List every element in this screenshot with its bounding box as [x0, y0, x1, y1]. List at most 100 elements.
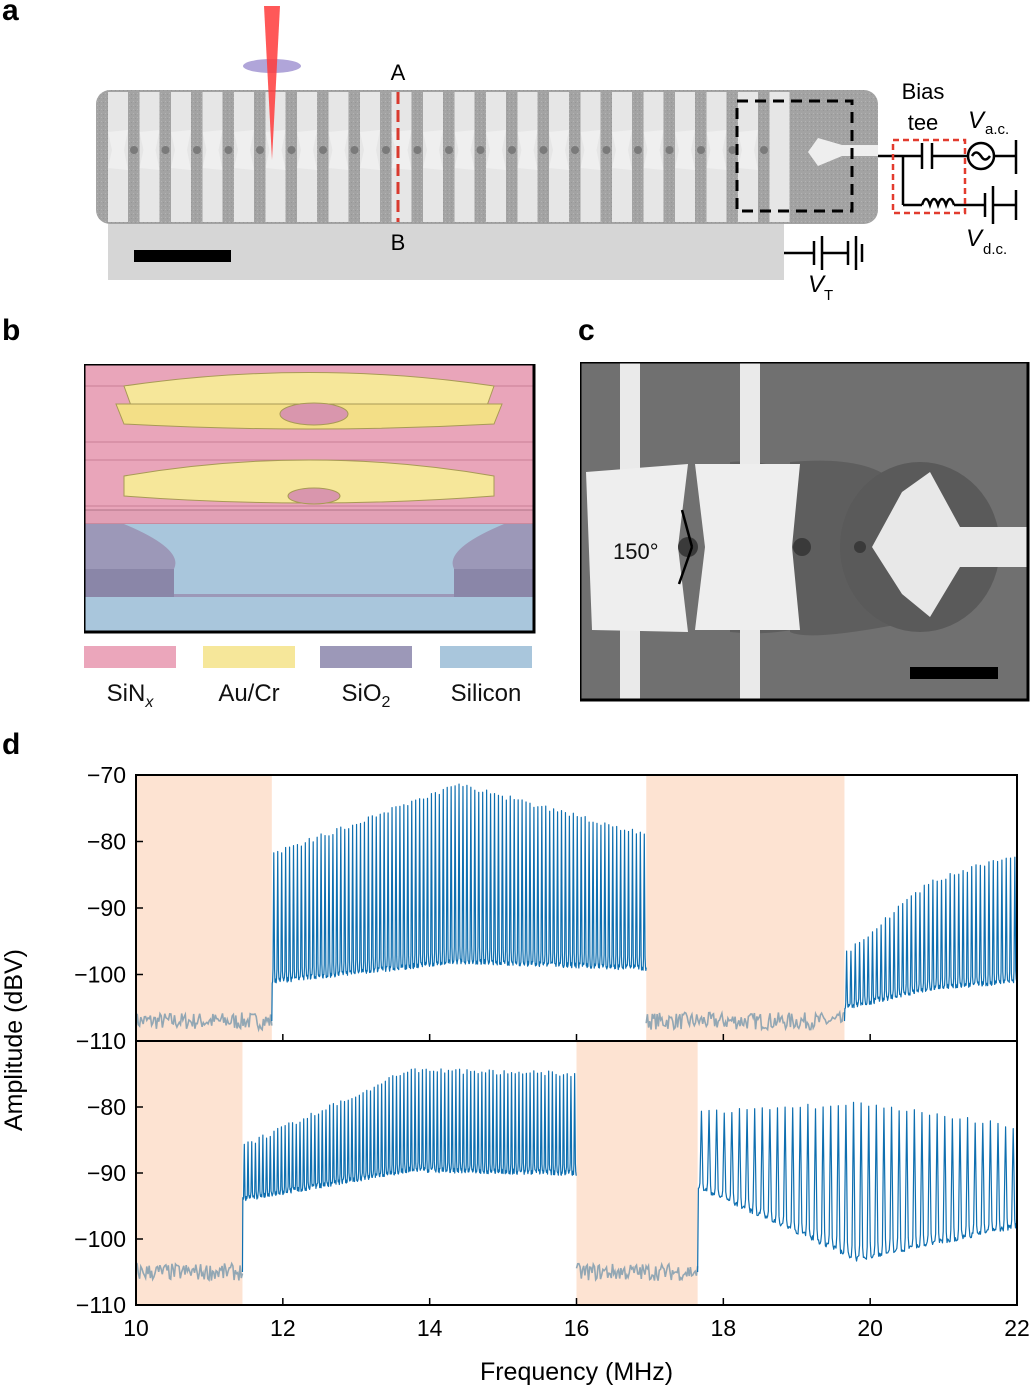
y-axis-label: Amplitude (dBV) — [0, 949, 28, 1131]
resonator-hole — [193, 146, 201, 154]
resonator-element — [675, 130, 695, 170]
resonator-hole — [508, 146, 516, 154]
subplot-2: −80−90−100−110 — [74, 1040, 1018, 1318]
bias-label: Bias — [902, 79, 945, 104]
y-tick-label: −80 — [87, 829, 126, 855]
legend-swatch — [203, 646, 295, 668]
resonator-hole — [256, 146, 264, 154]
resonator-element — [234, 130, 254, 170]
resonator-element — [738, 130, 758, 170]
feed-electrode — [808, 138, 878, 166]
silicon-layer — [84, 597, 534, 632]
electrode-pad-left — [586, 464, 688, 632]
noise-trace — [135, 1011, 273, 1033]
vt-subscript: T — [824, 287, 833, 304]
panel-b-figure — [84, 364, 536, 634]
electrode-pad-center — [695, 464, 800, 630]
resonator-element — [171, 130, 191, 170]
y-tick-label: −100 — [74, 962, 126, 988]
resonator-element — [549, 130, 569, 170]
legend-label: Au/Cr — [218, 680, 280, 707]
panel-a-figure: A B Bias tee V a.c. V d.c. V T — [96, 6, 1018, 304]
resonator-hole — [350, 146, 359, 154]
bandgap-shade — [136, 775, 272, 1041]
resonator-hole — [665, 146, 674, 154]
resonator-element — [454, 130, 475, 170]
label-b-bottom: B — [391, 230, 406, 255]
resonator-element — [328, 130, 349, 170]
panel-letter-a: a — [2, 0, 19, 27]
feedline-electrode — [872, 472, 1028, 617]
legend-swatch — [320, 646, 412, 668]
vac-label: V — [968, 107, 986, 134]
resonator-hole — [382, 146, 390, 154]
laser-beam — [264, 6, 280, 160]
bandgap-shade — [576, 1041, 698, 1305]
beam — [769, 92, 790, 222]
resonator-hole — [602, 146, 611, 154]
beam-array — [108, 92, 878, 222]
tee-label: tee — [908, 110, 939, 135]
resonator-element — [486, 130, 506, 170]
noise-trace — [575, 1261, 699, 1282]
label-a-top: A — [391, 60, 406, 85]
legend-label: SiO2 — [341, 680, 391, 711]
legend-label: Silicon — [450, 680, 522, 707]
panel-letter-c: c — [578, 314, 595, 347]
noise-trace — [645, 1009, 845, 1032]
vdc-label: V — [966, 225, 984, 252]
resonator-element — [108, 130, 128, 170]
resonator-hole — [224, 146, 233, 154]
resonator-hole — [697, 146, 705, 154]
passband-trace — [241, 1068, 577, 1273]
legend-swatch — [440, 646, 532, 668]
x-tick-label: 20 — [857, 1315, 883, 1341]
vac-subscript: a.c. — [985, 121, 1009, 138]
resonator-element — [202, 130, 223, 170]
y-tick-label: −90 — [87, 1160, 126, 1186]
noise-trace — [135, 1261, 244, 1282]
resonator-element — [643, 130, 664, 170]
legend-swatch — [84, 646, 176, 668]
resonator-hole — [161, 146, 170, 154]
resonator-element — [297, 130, 317, 170]
resonator-element — [139, 130, 160, 170]
angle-label: 150° — [613, 539, 659, 564]
resonator-hole — [287, 146, 296, 154]
resonator-element — [706, 130, 727, 170]
y-tick-label: −100 — [74, 1226, 126, 1252]
y-tick-label: −110 — [76, 1028, 126, 1054]
resonator-element — [517, 130, 538, 170]
y-tick-label: −90 — [87, 895, 126, 921]
bandgap-shade — [136, 1041, 243, 1305]
x-axis-label: Frequency (MHz) — [480, 1358, 673, 1386]
subplot-1: −70 −80 −90 −100 −110 — [74, 762, 1018, 1054]
resonator-element — [612, 130, 632, 170]
resonator-element — [423, 130, 443, 170]
bias-circuit — [784, 140, 1018, 270]
x-tick-label: 10 — [123, 1315, 149, 1341]
resonator-hole — [413, 146, 422, 154]
gold-electrode-bottom — [123, 459, 495, 504]
bandgap-shade — [646, 775, 845, 1041]
vt-label: V — [808, 271, 826, 298]
scale-bar-c — [910, 667, 998, 679]
passband-trace — [697, 1101, 1018, 1273]
x-tick-label: 14 — [417, 1315, 443, 1341]
resonator-hole — [571, 146, 579, 154]
resonator-hole — [728, 146, 737, 154]
y-tick-label: −80 — [87, 1094, 126, 1120]
x-tick-label: 18 — [711, 1315, 737, 1341]
resonator-hole — [445, 146, 453, 154]
passband-trace — [271, 783, 647, 1022]
resonator-hole — [634, 146, 642, 154]
x-tick-label: 16 — [564, 1315, 590, 1341]
scale-bar-a — [134, 250, 231, 262]
vdc-subscript: d.c. — [983, 241, 1007, 258]
y-tick-label: −70 — [87, 762, 126, 788]
panel-letter-b: b — [2, 314, 21, 347]
resonator-hole — [130, 146, 138, 154]
resonator-element — [265, 130, 286, 170]
resonator-hole — [760, 146, 768, 154]
